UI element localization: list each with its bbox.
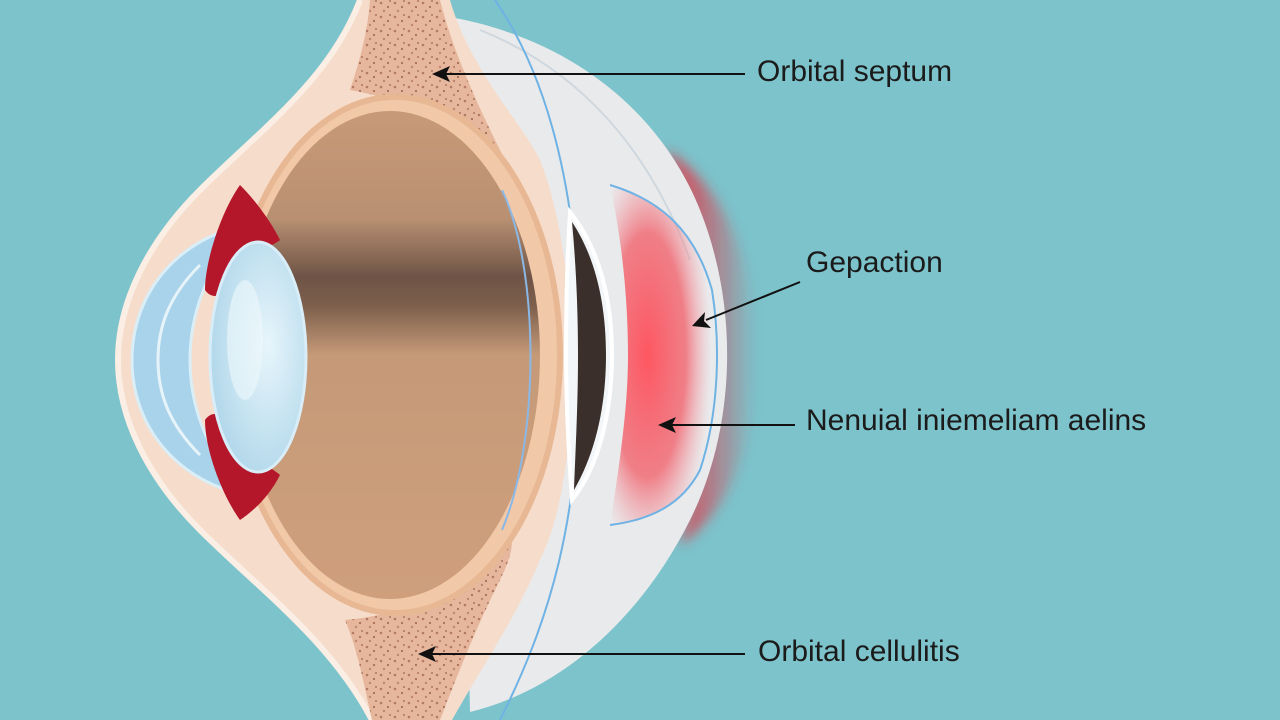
inflamed-region-outline [609,184,718,526]
eyeball-interior [240,111,540,599]
label-gepaction: Gepaction [806,246,943,279]
arrow-orbital-septum [432,66,745,82]
label-nenuial: Nenuial iniemeliam aelins [806,404,1147,437]
arrow-nenuial [658,417,795,433]
arrow-gepaction [692,281,801,328]
sclera-contour [479,29,691,261]
label-orbital-cellulitis: Orbital cellulitis [758,635,960,668]
iris-upper [205,185,280,296]
lens-highlight [227,280,263,400]
optic-canal [572,222,606,490]
skin-highlight [114,0,375,720]
cornea-highlight [156,263,202,457]
arrow-orbital-cellulitis [418,646,745,662]
retina-line [501,189,532,531]
inflammation-rim [665,150,756,545]
inflamed-region [610,185,717,525]
label-orbital-septum: Orbital septum [757,55,953,88]
